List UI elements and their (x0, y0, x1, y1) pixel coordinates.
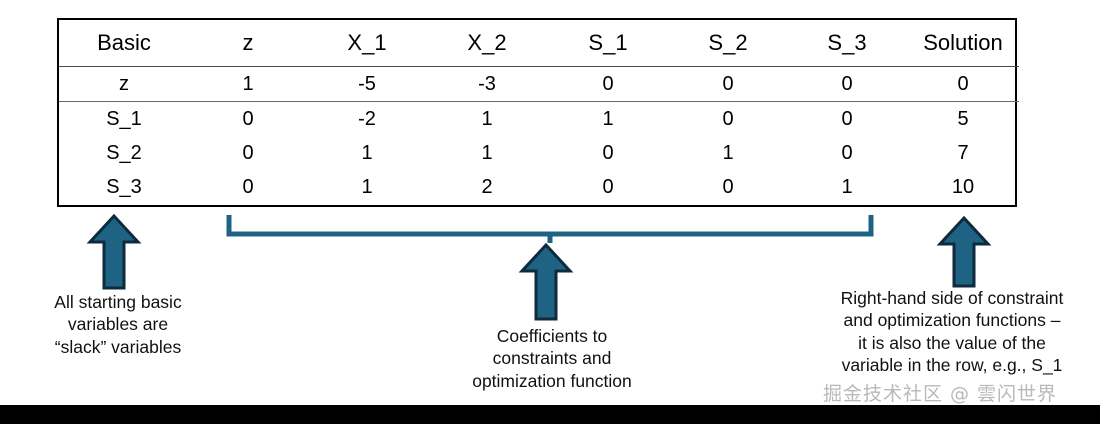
cell-s1: 0 (602, 142, 614, 165)
simplex-tableau: Basic z X_1 X_2 S_1 S_2 S_3 Solution z 1… (57, 18, 1019, 207)
table-row: S_1 0 -2 1 1 0 0 5 (59, 102, 1019, 137)
cell-s1: 1 (602, 107, 614, 130)
cell-x1: 1 (361, 142, 373, 165)
cell-solution: 10 (951, 176, 975, 199)
annotation-left-line3: “slack” variables (54, 336, 182, 357)
cell-z: 0 (242, 107, 254, 130)
cell-basic: S_3 (106, 176, 142, 199)
cell-x1: 1 (361, 176, 373, 199)
annotation-left-line1: All starting basic (54, 292, 182, 312)
table-header-row: Basic z X_1 X_2 S_1 S_2 S_3 Solution (59, 20, 1019, 67)
cell-s2: 1 (722, 142, 734, 165)
cell-basic: z (59, 66, 189, 103)
brace-coefficients (226, 212, 874, 244)
column-header-x2: X_2 (427, 20, 547, 67)
annotation-middle: Coefficients to constraints and optimiza… (441, 325, 663, 392)
cell-solution: 0 (907, 66, 1019, 103)
cell-basic: S_1 (106, 107, 142, 130)
cell-s3: 0 (841, 107, 853, 130)
column-header-s1: S_1 (547, 20, 669, 67)
cell-z: 1 (189, 66, 307, 103)
cell-s1: 0 (602, 176, 614, 199)
column-header-s2: S_2 (669, 20, 787, 67)
table-row: S_2 0 1 1 0 1 0 7 (59, 137, 1019, 171)
annotation-left: All starting basic variables are “slack”… (12, 291, 224, 358)
annotation-right: Right-hand side of constraint and optimi… (808, 287, 1096, 377)
column-header-s3: S_3 (787, 20, 907, 67)
cell-x2: -3 (427, 66, 547, 103)
column-header-x1: X_1 (307, 20, 427, 67)
cell-basic: S_2 (106, 142, 142, 165)
arrow-up-icon-coefficients (518, 243, 574, 321)
cell-s2: 0 (722, 176, 734, 199)
cell-z: 0 (242, 176, 254, 199)
watermark: 掘金技术社区 @ 雲闪世界 (822, 383, 1058, 405)
cell-x2: 1 (481, 142, 493, 165)
column-header-basic: Basic (59, 20, 189, 67)
cell-x1: -5 (307, 66, 427, 103)
cell-s1: 0 (547, 66, 669, 103)
tableau-table: Basic z X_1 X_2 S_1 S_2 S_3 Solution z 1… (59, 20, 1019, 205)
bottom-bar (0, 405, 1100, 424)
cell-solution: 7 (957, 142, 969, 165)
cell-s3: 1 (841, 176, 853, 199)
annotation-right-line3: it is also the value of the (858, 332, 1046, 353)
annotation-middle-line3: optimization function (472, 370, 632, 391)
cell-x2: 2 (481, 176, 493, 199)
cell-s2: 0 (669, 66, 787, 103)
table-row: z 1 -5 -3 0 0 0 0 (59, 66, 1019, 103)
annotation-right-line1: Right-hand side of constraint (840, 288, 1064, 308)
annotation-right-line4: variable in the row, e.g., S_1 (841, 355, 1063, 376)
annotation-middle-line2: constraints and (492, 348, 612, 369)
column-header-solution: Solution (907, 20, 1019, 67)
cell-s2: 0 (722, 107, 734, 130)
annotation-right-line2: and optimization functions – (843, 310, 1061, 331)
column-header-z: z (189, 20, 307, 67)
arrow-up-icon-basic-column (86, 214, 142, 290)
cell-x2: 1 (481, 107, 493, 130)
cell-solution: 5 (957, 107, 969, 130)
arrow-up-icon-solution-column (936, 216, 992, 288)
table-row: S_3 0 1 2 0 0 1 10 (59, 171, 1019, 205)
cell-z: 0 (242, 142, 254, 165)
cell-s3: 0 (787, 66, 907, 103)
cell-x1: -2 (358, 107, 376, 130)
cell-s3: 0 (841, 142, 853, 165)
annotation-left-line2: variables are (67, 314, 169, 335)
annotation-middle-line1: Coefficients to (496, 326, 608, 346)
